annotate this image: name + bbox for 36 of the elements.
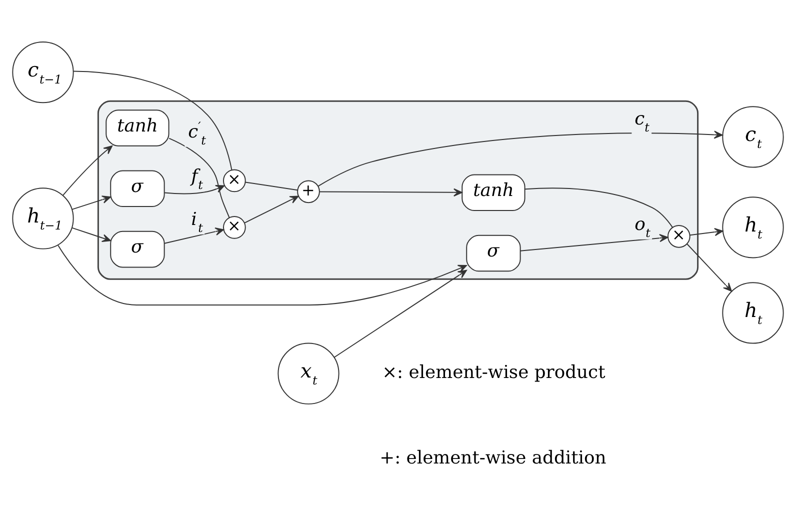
arrow	[244, 195, 299, 223]
edge-label: f$_{t}$	[191, 166, 203, 192]
arrow	[72, 195, 111, 210]
arrow	[319, 188, 462, 196]
arrow	[72, 226, 111, 242]
arrow	[164, 227, 224, 244]
connector	[168, 137, 230, 218]
connector	[524, 187, 674, 228]
connector	[72, 70, 232, 170]
node-circle: h$_{t}$	[722, 196, 784, 258]
node-circle: +	[297, 180, 320, 203]
node-box: tanh	[462, 174, 526, 211]
node-circle: x$_{t}$	[278, 342, 340, 404]
node-circle: ×	[667, 224, 690, 248]
node-circle: h$_{t−1}$	[12, 187, 74, 249]
connector	[244, 181, 298, 190]
node-box: σ	[466, 234, 521, 272]
node-circle: ×	[222, 216, 246, 238]
arrow	[58, 244, 467, 305]
edge-label: o$_{t}$	[634, 213, 650, 240]
node-circle: c$_{t−1}$	[12, 40, 74, 103]
node-circle: c$_{t}$	[722, 106, 784, 168]
arrow	[62, 144, 113, 196]
node-box: tanh	[106, 109, 170, 146]
node-circle: ×	[222, 168, 246, 192]
arrow	[689, 227, 724, 236]
label: ×: element-wise product	[382, 361, 606, 382]
label: +: element-wise addition	[380, 447, 606, 468]
arrow	[520, 234, 668, 251]
arrow	[318, 130, 723, 186]
arrow	[334, 269, 467, 358]
node-box: σ	[110, 170, 165, 207]
node-box: σ	[110, 230, 165, 268]
edge-label: i$_{t}$	[191, 208, 203, 234]
edge-label: c$_{t}$	[634, 108, 650, 134]
arrow	[686, 243, 732, 292]
